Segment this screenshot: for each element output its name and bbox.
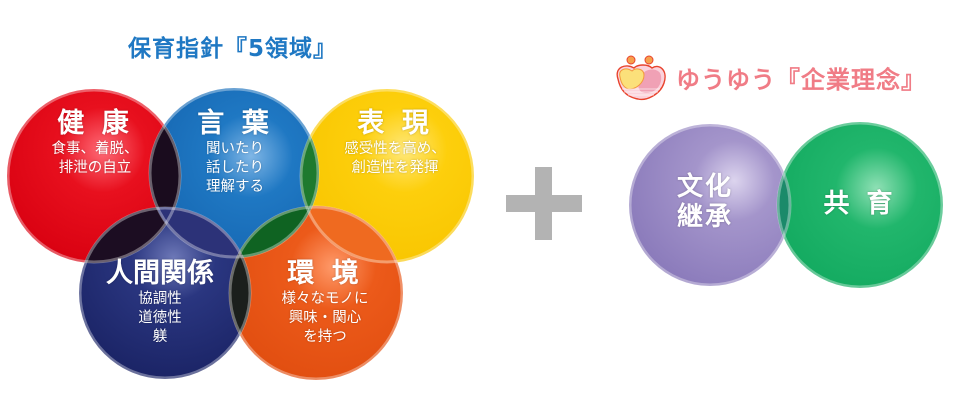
domain-language: 言 葉 聞いたり 話したり 理解する [165,108,305,197]
circle-co-raising [777,122,943,288]
value-culture: 文化 継承 [676,172,733,232]
domain-language-title: 言 葉 [197,108,273,139]
five-domains-title: 保育指針『5領域』 [128,36,338,62]
domain-health: 健 康 食事、着脱、 排泄の自立 [20,108,170,178]
domain-expression: 表 現 感受性を高め、 創造性を発揮 [325,108,465,178]
value-co-raising: 共 育 [823,189,897,219]
domain-expression-title: 表 現 [357,108,433,139]
domain-health-title: 健 康 [57,108,133,139]
domain-relationships: 人間関係 協調性 道徳性 躾 [85,258,235,347]
circle-culture [629,124,791,286]
domain-environment-title: 環 境 [287,258,363,289]
corporate-philosophy-title: ゆうゆう『企業理念』 [676,66,926,94]
domain-relationships-title: 人間関係 [106,258,214,289]
domain-environment: 環 境 様々なモノに 興味・関心 を持つ [255,258,395,347]
yuyu-logo-icon [616,55,666,101]
